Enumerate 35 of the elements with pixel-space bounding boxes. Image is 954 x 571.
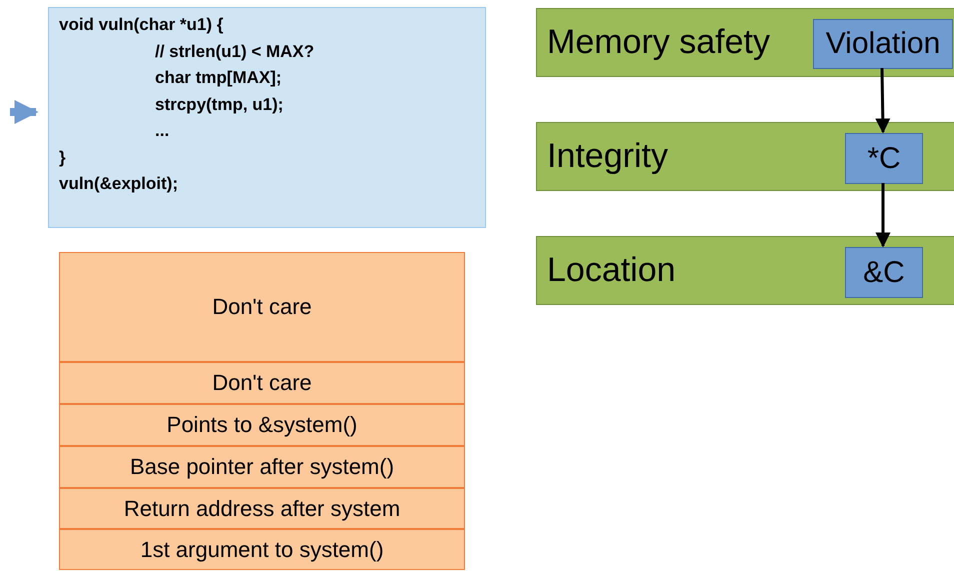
- cell-text: &C: [863, 256, 905, 290]
- code-line: vuln(&exploit);: [59, 173, 178, 195]
- category-box: [813, 19, 953, 69]
- cell-text: Violation: [826, 27, 940, 61]
- code-line: // strlen(u1) < MAX?: [155, 40, 314, 62]
- cell-text: Base pointer after system(): [130, 454, 394, 480]
- cell-text: Don't care: [212, 370, 312, 396]
- category-box: [845, 247, 923, 298]
- category-label: Integrity: [547, 137, 668, 176]
- cell-text: Don't care: [212, 294, 312, 320]
- cell-text: *C: [867, 142, 901, 176]
- category-band: [536, 122, 954, 191]
- code-line: ...: [155, 120, 170, 142]
- cell-text: Return address after system: [124, 496, 400, 522]
- category-label: Location: [547, 251, 676, 290]
- code-line: void vuln(char *u1) {: [59, 14, 224, 36]
- arrow: [876, 183, 890, 248]
- stack-cell: [59, 529, 465, 570]
- code-line: char tmp[MAX];: [155, 67, 282, 89]
- stack-cell: [59, 404, 465, 446]
- stack-cell: [59, 488, 465, 529]
- stack-cell: [59, 252, 465, 362]
- stack-cell: [59, 362, 465, 404]
- stack-cell: [59, 446, 465, 488]
- cell-text: 1st argument to system(): [140, 536, 384, 562]
- category-label: Memory safety: [547, 23, 770, 62]
- code-line: }: [59, 146, 66, 168]
- arrow: [10, 100, 38, 124]
- cell-text: Points to &system(): [166, 412, 358, 438]
- category-band: [536, 236, 954, 305]
- code-line: strcpy(tmp, u1);: [155, 94, 284, 116]
- arrow: [875, 68, 890, 134]
- category-band: [536, 8, 954, 77]
- category-box: [845, 133, 923, 184]
- code-box: [48, 7, 486, 228]
